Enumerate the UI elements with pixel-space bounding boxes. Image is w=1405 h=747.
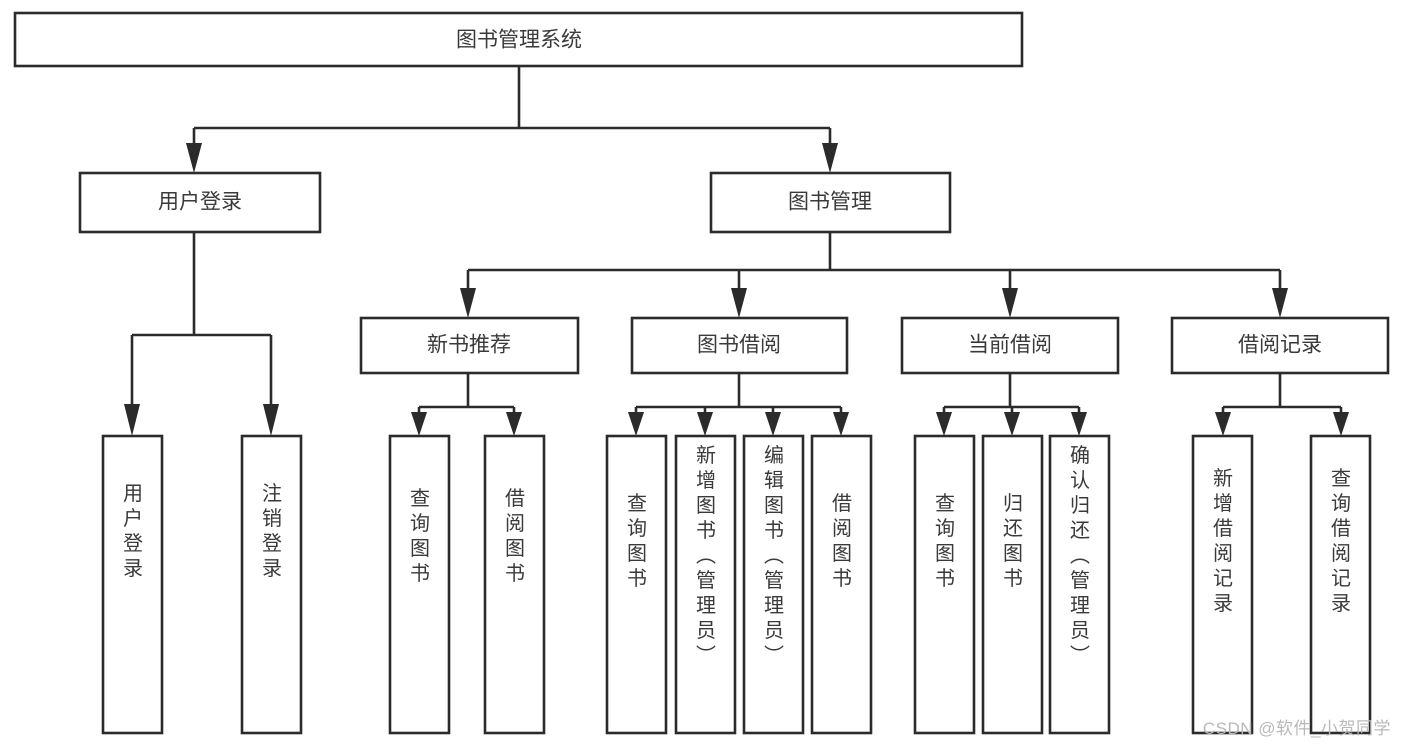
leaf-box-user-login-logout[interactable] <box>240 434 303 735</box>
leaf-label-newbook-query: 查询图书 <box>410 487 430 585</box>
arrow-head-new-book <box>460 288 476 318</box>
node-current-borrow-box[interactable] <box>900 316 1120 375</box>
node-new-book-recommend-box[interactable] <box>359 316 580 375</box>
leaf-node-record-add[interactable]: 新增借阅记录 <box>1191 434 1254 735</box>
arrow-head-nb-borrow <box>506 412 522 436</box>
connector-group-record-to-leaves <box>1215 373 1349 436</box>
arrow-head-bb-add <box>697 412 713 436</box>
node-borrow-record-box[interactable] <box>1170 316 1390 375</box>
node-new-book-recommend-label: 新书推荐 <box>427 334 511 357</box>
arrow-head-nb-query <box>411 412 427 436</box>
node-user-login-label: 用户登录 <box>158 191 242 214</box>
leaf-box-current-confirm[interactable] <box>1048 434 1111 735</box>
node-book-borrow-label: 图书借阅 <box>697 334 781 357</box>
node-book-borrow[interactable]: 图书借阅 <box>630 316 849 375</box>
leaf-label-borrow-edit: 编辑图书︵管理员︶ <box>764 444 784 667</box>
connector-group-user-login-to-leaves <box>124 232 279 436</box>
arrow-head-bb-borrow <box>833 412 849 436</box>
arrow-head-bb-edit <box>765 412 781 436</box>
connector-group-new-book-to-leaves <box>411 373 522 436</box>
leaf-box-current-return[interactable] <box>981 434 1044 735</box>
leaf-label-newbook-borrow: 借阅图书 <box>505 487 525 585</box>
node-book-management[interactable]: 图书管理 <box>709 171 952 234</box>
arrow-head-book-mgmt <box>822 143 838 173</box>
connector-group-borrow-to-leaves <box>628 373 849 436</box>
arrow-head-cb-return <box>1004 412 1020 436</box>
arrow-head-user-login <box>186 143 202 173</box>
node-root-box[interactable] <box>13 11 1024 68</box>
leaf-box-borrow-add[interactable] <box>674 434 737 735</box>
leaf-box-record-query[interactable] <box>1309 434 1372 735</box>
arrow-head-leaf-user-login <box>124 404 140 436</box>
node-user-login[interactable]: 用户登录 <box>78 171 322 234</box>
leaf-box-newbook-borrow[interactable] <box>483 434 546 735</box>
leaf-node-borrow-borrow[interactable]: 借阅图书 <box>810 434 873 735</box>
leaf-box-newbook-query[interactable] <box>388 434 451 735</box>
node-current-borrow-label: 当前借阅 <box>968 334 1052 357</box>
arrow-head-br-add <box>1215 412 1231 436</box>
node-borrow-record[interactable]: 借阅记录 <box>1170 316 1390 375</box>
leaf-label-current-return: 归还图书 <box>1003 492 1023 590</box>
leaf-box-borrow-query[interactable] <box>605 434 668 735</box>
node-user-login-box[interactable] <box>78 171 322 234</box>
leaf-node-newbook-query[interactable]: 查询图书 <box>388 434 451 735</box>
leaf-node-user-login-logout[interactable]: 注销登录 <box>240 434 303 735</box>
leaf-node-current-return[interactable]: 归还图书 <box>981 434 1044 735</box>
leaf-label-borrow-borrow: 借阅图书 <box>832 492 852 590</box>
leaf-box-current-query[interactable] <box>913 434 976 735</box>
arrow-head-bb-query <box>628 412 644 436</box>
leaf-node-borrow-query[interactable]: 查询图书 <box>605 434 668 735</box>
arrow-head-current <box>1002 288 1018 318</box>
leaf-node-user-login-login[interactable]: 用户登录 <box>101 434 164 735</box>
leaf-box-user-login-login[interactable] <box>101 434 164 735</box>
leaf-node-current-query[interactable]: 查询图书 <box>913 434 976 735</box>
leaf-label-borrow-add: 新增图书︵管理员︶ <box>696 444 716 667</box>
leaf-node-current-confirm[interactable]: 确认归还︵管理员︶ <box>1048 434 1111 735</box>
connector-group-root-to-level2 <box>186 66 838 173</box>
leaf-label-record-query: 查询借阅记录 <box>1331 467 1351 615</box>
leaf-label-record-add: 新增借阅记录 <box>1213 467 1233 615</box>
leaf-node-borrow-add[interactable]: 新增图书︵管理员︶ <box>674 434 737 735</box>
node-book-management-box[interactable] <box>709 171 952 234</box>
leaf-label-current-query: 查询图书 <box>935 492 955 590</box>
node-root-label: 图书管理系统 <box>456 29 582 52</box>
arrow-head-cb-confirm <box>1071 412 1087 436</box>
leaf-label-borrow-query: 查询图书 <box>627 492 647 590</box>
node-book-borrow-box[interactable] <box>630 316 849 375</box>
leaf-box-record-add[interactable] <box>1191 434 1254 735</box>
leaf-node-record-query[interactable]: 查询借阅记录 <box>1309 434 1372 735</box>
node-root-book-management-system[interactable]: 图书管理系统 <box>13 11 1024 68</box>
leaf-label-current-confirm: 确认归还︵管理员︶ <box>1070 444 1090 667</box>
node-book-management-label: 图书管理 <box>788 191 872 214</box>
leaf-label-user-login-logout: 注销登录 <box>262 482 282 580</box>
leaf-box-borrow-edit[interactable] <box>742 434 805 735</box>
node-new-book-recommend[interactable]: 新书推荐 <box>359 316 580 375</box>
arrow-head-leaf-logout <box>263 404 279 436</box>
arrow-head-borrow <box>731 288 747 318</box>
leaf-node-newbook-borrow[interactable]: 借阅图书 <box>483 434 546 735</box>
connector-group-book-mgmt-to-level3 <box>460 232 1288 318</box>
leaf-box-borrow-borrow[interactable] <box>810 434 873 735</box>
leaf-label-user-login-login: 用户登录 <box>123 483 143 580</box>
node-borrow-record-label: 借阅记录 <box>1238 334 1322 357</box>
connector-group-current-to-leaves <box>936 373 1087 436</box>
node-current-borrow[interactable]: 当前借阅 <box>900 316 1120 375</box>
arrow-head-br-query <box>1333 412 1349 436</box>
arrow-head-record <box>1272 288 1288 318</box>
arrow-head-cb-query <box>936 412 952 436</box>
leaf-node-borrow-edit[interactable]: 编辑图书︵管理员︶ <box>742 434 805 735</box>
